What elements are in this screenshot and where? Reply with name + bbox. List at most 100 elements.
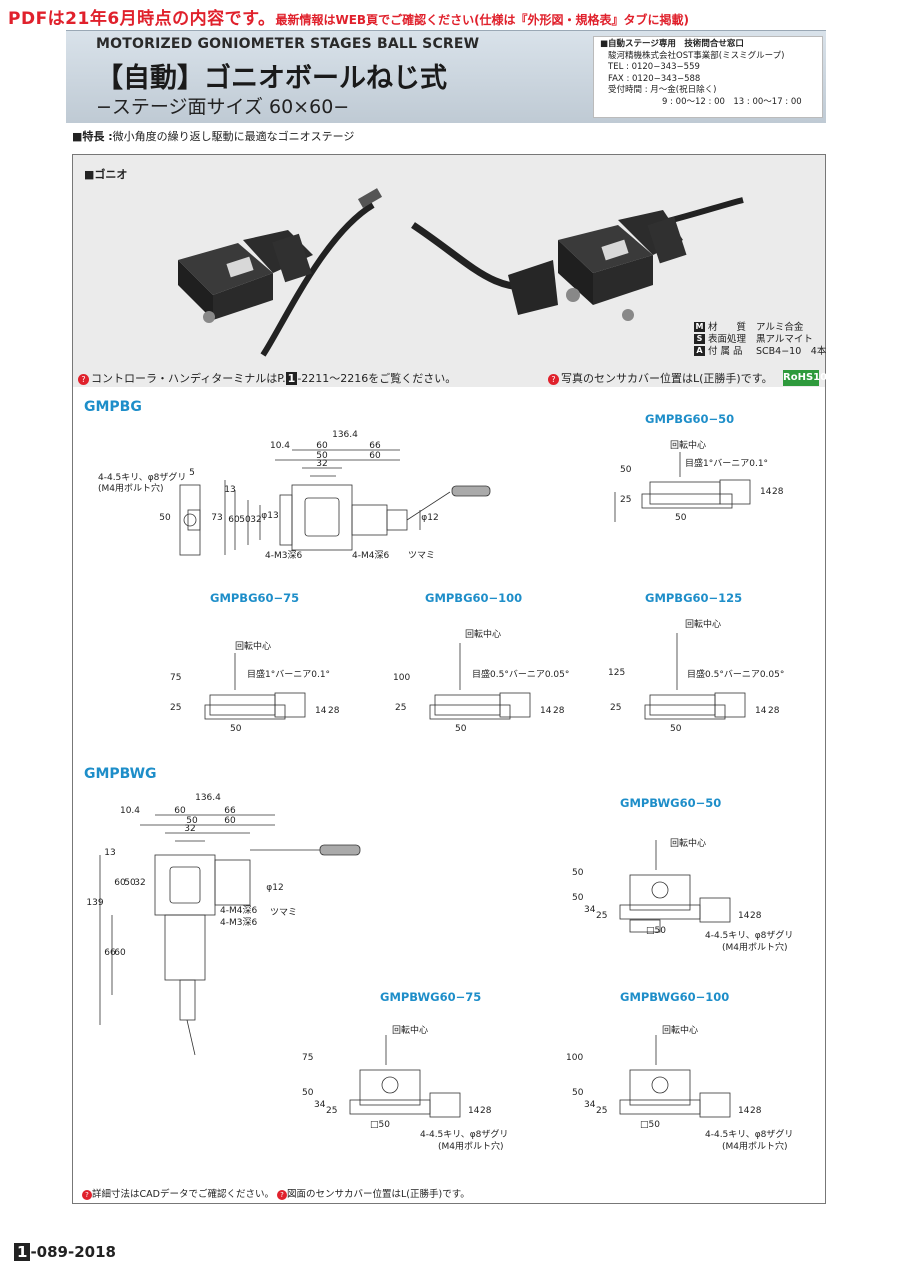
label-center: 回転中心 — [685, 618, 721, 630]
dim-50: 50 — [316, 451, 328, 461]
drawing-w75: 回転中心 75 50 34 25 □50 4-4.5キリ、φ8ザグリ (M4用ボ… — [302, 1024, 508, 1152]
label-center: 回転中心 — [235, 640, 271, 652]
dim-28: 28 — [768, 706, 780, 716]
drawing-w50: 回転中心 50 50 34 25 □50 4-4.5キリ、φ8ザグリ (M4用ボ… — [572, 837, 793, 953]
notice: PDFは21年6月時点の内容です。最新情報はWEB頁でご確認ください(仕様は『外… — [8, 4, 689, 29]
dim-14: 14 — [755, 706, 767, 716]
dim-13: 13 — [104, 848, 115, 858]
feature-text: 微小角度の繰り返し駆動に最適なゴニオステージ — [112, 130, 355, 143]
dim-50: 50 — [670, 724, 682, 734]
model-w75: GMPBWG60−75 — [380, 990, 482, 1004]
dim-28: 28 — [480, 1106, 492, 1116]
label-center: 回転中心 — [662, 1024, 698, 1036]
page-number: 1-089-2018 — [14, 1243, 116, 1261]
dim-50b: 50 — [572, 893, 584, 903]
label-scale: 目盛0.5°バーニア0.05° — [687, 668, 784, 680]
dim-50-side: 50 — [159, 513, 171, 523]
dim-60b: 60 — [369, 451, 381, 461]
dim-34: 34 — [584, 905, 596, 915]
product-photos — [178, 188, 744, 357]
dim-66b: 66 — [104, 948, 116, 958]
dim-50: 50 — [302, 1088, 314, 1098]
dim-phi12: φ12 — [421, 513, 438, 523]
product-photo-right — [411, 197, 744, 321]
hint-icon: ? — [78, 374, 89, 385]
label-bolt: (M4用ボルト穴) — [438, 1140, 504, 1152]
dim-50: 50 — [572, 868, 584, 878]
label-drill: 4-4.5キリ、φ8ザグリ — [705, 929, 793, 941]
model-g75: GMPBG60−75 — [210, 591, 300, 605]
drawing-gmpbg-main: 136.4 10.4 60 66 50 60 32 73 13 60 50 32… — [98, 430, 491, 561]
contact-hours: 9 : 00〜12 : 00 13 : 00〜17 : 00 — [662, 96, 802, 107]
dim-60c: 60 — [114, 948, 126, 958]
drawing-gmpbwg-main: 136.4 10.4 60 66 50 60 32 139 66 60 13 6… — [86, 793, 361, 1056]
contact-tel: TEL : 0120−343−559 — [608, 62, 700, 72]
dim-28: 28 — [553, 706, 565, 716]
stage-size: −ステージ面サイズ 60×60− — [96, 96, 350, 118]
dim-25: 25 — [326, 1106, 337, 1116]
label-hole-m4: 4-M4深6 — [220, 905, 257, 916]
dim-60d: 60 — [114, 878, 126, 888]
rohs-badge: RoHS10 — [783, 370, 827, 386]
dim-25: 25 — [620, 495, 631, 505]
dim-14: 14 — [468, 1106, 480, 1116]
model-g50: GMPBG60−50 — [645, 412, 735, 426]
dim-25: 25 — [395, 703, 406, 713]
drawing-g100: 回転中心 目盛0.5°バーニア0.05° 100 25 50 14 28 — [393, 628, 569, 734]
model-w50: GMPBWG60−50 — [620, 796, 722, 810]
dim-total: 136.4 — [332, 430, 358, 440]
dim-28: 28 — [328, 706, 340, 716]
dim-14: 14 — [315, 706, 327, 716]
dim-139: 139 — [86, 898, 103, 908]
label-center: 回転中心 — [465, 628, 501, 640]
dim-32: 32 — [184, 824, 195, 834]
model-w100: GMPBWG60−100 — [620, 990, 730, 1004]
label-sq50: □50 — [646, 926, 666, 936]
label-scale: 目盛1°バーニア0.1° — [685, 457, 768, 469]
dim-14: 14 — [760, 487, 772, 497]
dim-25: 25 — [596, 1106, 607, 1116]
hint-icon: ? — [82, 1190, 92, 1200]
dim-75: 75 — [302, 1053, 313, 1063]
dim-100: 100 — [566, 1053, 583, 1063]
label-hole-m3: 4-M3深6 — [220, 917, 257, 928]
dim-phi13: φ13 — [261, 511, 278, 521]
drawing-g50: 回転中心 目盛1°バーニア0.1° 50 25 50 14 28 — [614, 439, 784, 523]
dim-28: 28 — [772, 487, 784, 497]
notice-main: PDFは21年6月時点の内容です。 — [8, 9, 276, 29]
dim-66: 66 — [369, 441, 381, 451]
drawing-w100: 回転中心 100 50 34 25 □50 4-4.5キリ、φ8ザグリ (M4用… — [566, 1024, 793, 1152]
dim-10-4: 10.4 — [120, 806, 140, 816]
dim-32: 32 — [316, 459, 327, 469]
content-frame — [72, 154, 826, 1204]
dim-34: 34 — [584, 1100, 596, 1110]
dim-total: 136.4 — [195, 793, 221, 803]
dim-60: 60 — [174, 806, 186, 816]
model-g100: GMPBG60−100 — [425, 591, 523, 605]
label-sq50: □50 — [370, 1120, 390, 1130]
dim-32d: 32 — [134, 878, 145, 888]
dim-phi12: φ12 — [266, 883, 283, 893]
dim-66: 66 — [224, 806, 236, 816]
contact-hours-label: 受付時間 : 月〜金(祝日除く) — [608, 85, 717, 95]
dim-50: 50 — [455, 724, 467, 734]
drawing-g125: 回転中心 目盛0.5°バーニア0.05° 125 25 50 14 28 — [608, 618, 784, 734]
controller-note: ?コントローラ・ハンディターミナルはP.1-2211〜2216をご覧ください。 — [78, 370, 456, 386]
label-sq50: □50 — [640, 1120, 660, 1130]
footer-notes: ?詳細寸法はCADデータでご確認ください。 ?図面のセンサカバー位置はL(正勝手… — [82, 1186, 470, 1200]
contact-fax: FAX : 0120−343−588 — [608, 73, 701, 84]
dim-60c: 60 — [228, 515, 240, 525]
dim-34: 34 — [314, 1100, 326, 1110]
photo-label: ■ゴニオ — [84, 168, 128, 181]
model-g125: GMPBG60−125 — [645, 591, 743, 605]
label-drill: 4-4.5キリ、φ8ザグリ — [705, 1128, 793, 1140]
label-center: 回転中心 — [670, 439, 706, 451]
label-hole-m3: 4-M3深6 — [265, 550, 302, 561]
dim-28: 28 — [750, 1106, 762, 1116]
dim-14: 14 — [738, 1106, 750, 1116]
label-bolt: (M4用ボルト穴) — [722, 1140, 788, 1152]
